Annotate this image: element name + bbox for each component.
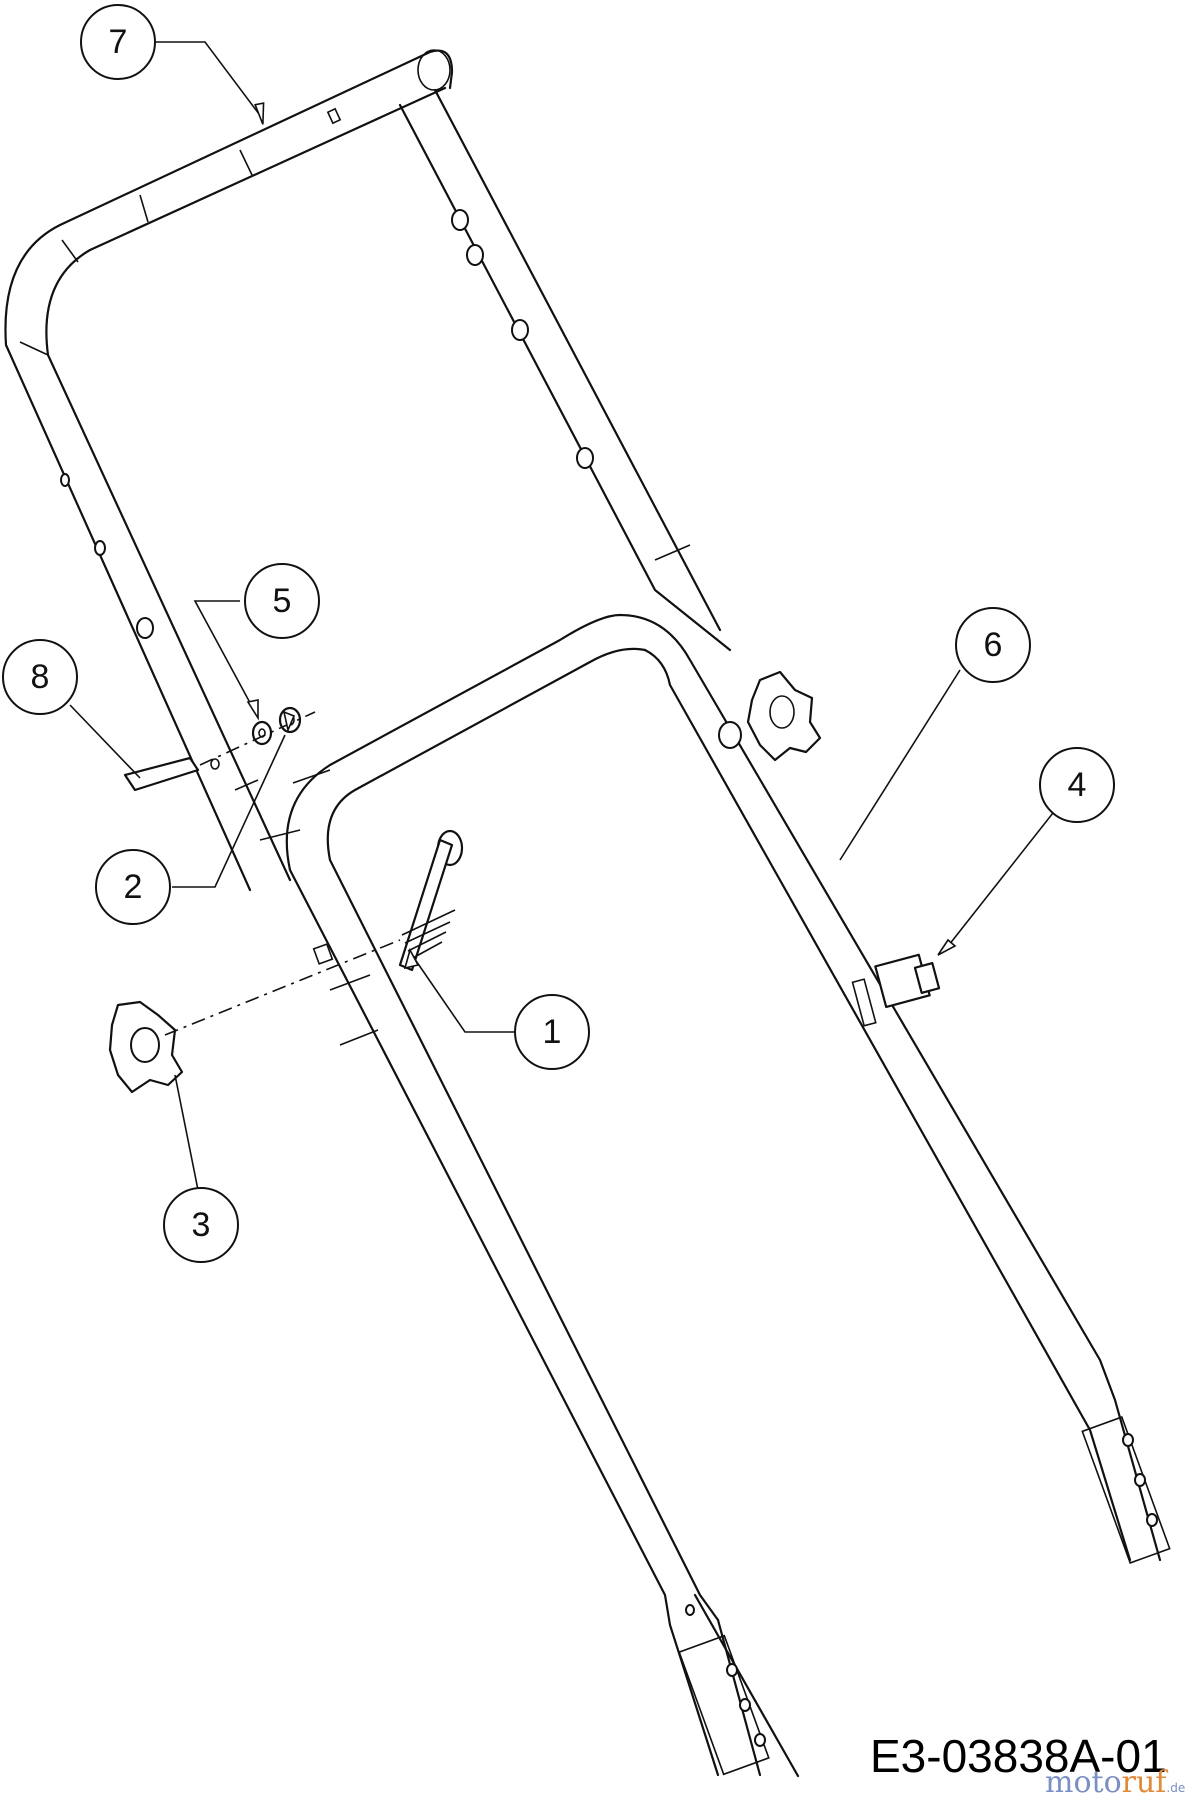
mounted-star-knob [746, 670, 822, 762]
leader-lines [69, 41, 1076, 1201]
upper-handle [4, 49, 732, 892]
spacer [312, 943, 334, 965]
callout-7: 7 [80, 4, 156, 80]
callout-4: 4 [1039, 747, 1115, 823]
svg-text:motoruf.de: motoruf.de [1045, 1765, 1185, 1800]
callout-3: 3 [163, 1187, 239, 1263]
lower-handle [285, 613, 1171, 1778]
callout-8-label: 8 [31, 658, 50, 696]
cable-clip [851, 953, 941, 1027]
callout-5: 5 [244, 563, 320, 639]
callout-6: 6 [955, 607, 1031, 683]
callout-1-label: 1 [543, 1013, 562, 1051]
watermark-part1: moto [1045, 1765, 1122, 1800]
watermark-part2: ruf [1122, 1765, 1169, 1800]
handle-pin [123, 756, 220, 792]
washer [251, 720, 273, 746]
callout-8: 8 [2, 639, 78, 715]
star-knob [108, 1000, 184, 1094]
callout-5-label: 5 [273, 582, 292, 620]
drawing-number: E3-03838A-01 [870, 1730, 1167, 1782]
centerline-pin [199, 711, 316, 766]
callout-2-label: 2 [124, 868, 143, 906]
callout-3-label: 3 [192, 1206, 211, 1244]
callout-2: 2 [95, 849, 171, 925]
watermark-part3: .de [1166, 1781, 1185, 1795]
callout-4-label: 4 [1068, 766, 1087, 804]
callout-6-label: 6 [984, 626, 1003, 664]
watermark-logo: motoruf.de [1045, 1765, 1185, 1800]
callout-1: 1 [514, 994, 590, 1070]
arrowheads [246, 102, 957, 970]
carriage-bolt [398, 829, 464, 972]
centerline-bolt [164, 939, 401, 1036]
callout-7-label: 7 [109, 23, 128, 61]
